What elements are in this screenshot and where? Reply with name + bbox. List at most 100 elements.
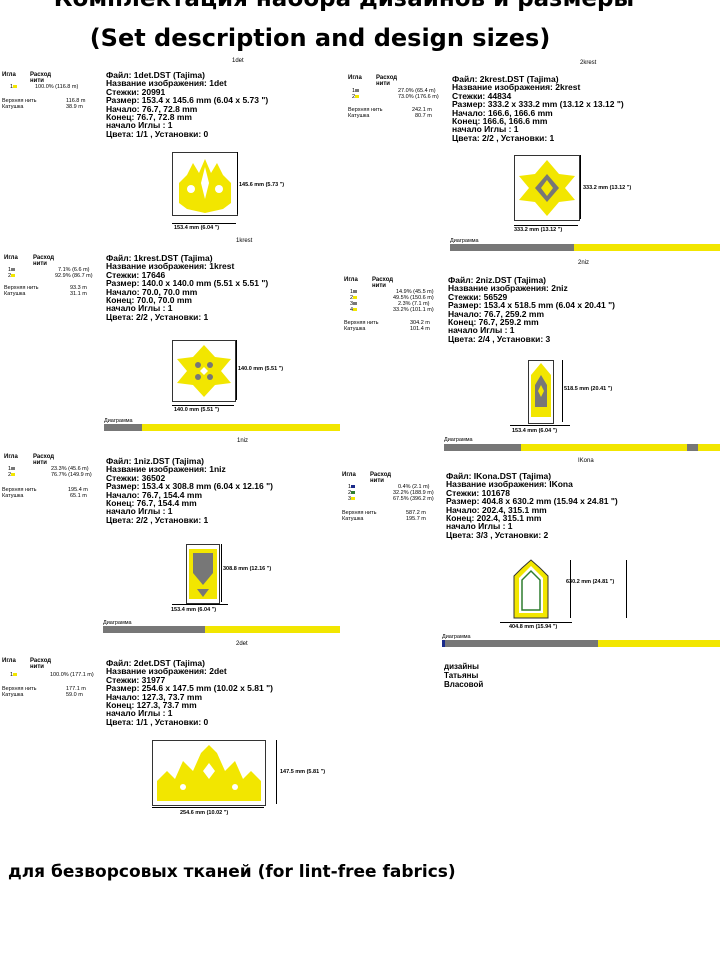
bobbin-label: Катушка [2,104,24,110]
needle-header: Игла [348,75,362,81]
design-name: 2det [236,641,248,647]
thread-pct: 100.0% (177.1 m) [50,672,94,678]
bobbin-value: 65.1 m [70,493,87,499]
thread-row: 3 [350,301,359,307]
design-info: Файл: 1krest.DST (Tajima)Название изобра… [106,253,269,322]
thread-pct: 92.9% (86.7 m) [55,273,93,279]
upper-thread-label: Верхняя нить [2,487,37,493]
upper-thread-label: Верхняя нить [4,285,39,291]
bobbin-label: Катушка [2,493,24,499]
design-preview [172,152,238,216]
thread-row: 4 [350,307,359,313]
design-preview [514,155,580,221]
thread-row: 3 [348,496,357,502]
thread-usage-header: Расход нити [33,454,55,466]
thread-pct: 76.7% (149.9 m) [51,472,92,478]
thread-pct: 32.2% (188.9 m) [393,490,434,496]
height-dimension: 518.5 mm (20.41 ") [564,386,613,392]
height-dimension: 140.0 mm (5.51 ") [238,366,284,372]
design-preview [186,544,220,604]
thread-row: 1 [352,88,361,94]
design-preview [172,340,236,402]
thread-pct: 7.1% (6.6 m) [58,267,90,273]
stitch-diagram-bar [450,244,720,251]
thread-color-swatch [13,85,18,89]
thread-usage-header: Расход нити [376,75,398,87]
thread-pct: 73.0% (176.6 m) [398,94,439,100]
design-name: 2krest [580,60,597,66]
design-info: Файл: IKona.DST (Tajima)Название изображ… [446,471,618,540]
thread-usage-header: Расход нити [370,472,392,484]
height-dimension: 308.8 mm (12.16 ") [223,566,272,572]
thread-pct: 100.0% (116.8 m) [35,84,79,90]
upper-thread-value: 304.2 m [410,320,430,326]
thread-row: 2 [352,94,361,100]
bobbin-value: 101.4 m [410,326,430,332]
design-preview [528,360,554,424]
width-dimension: 153.4 mm (6.04 ") [174,225,220,231]
bobbin-label: Катушка [2,692,24,698]
stitch-diagram-bar [442,640,720,647]
stitch-diagram-bar [444,444,720,451]
thread-row: 2 [8,273,17,279]
thread-row: 1 [8,466,17,472]
upper-thread-value: 242.1 m [412,107,432,113]
author-credit: дизайны Татьяны Власовой [444,662,484,689]
width-dimension: 153.4 mm (6.04 ") [512,428,558,434]
thread-row: 2 [348,490,357,496]
thread-row: 2 [8,472,17,478]
stitch-diagram-bar [103,626,340,633]
bobbin-value: 195.7 m [406,516,426,522]
width-dimension: 254.6 mm (10.02 ") [180,810,229,816]
footer-note: для безворсовых тканей (for lint-free fa… [8,862,456,882]
design-name: 2niz [578,260,590,266]
thread-pct: 33.2% (101.1 m) [393,307,434,313]
bobbin-value: 38.9 m [66,104,83,110]
needle-header: Игла [2,72,16,78]
thread-pct: 67.5% (396.2 m) [393,496,434,502]
stitch-diagram-bar [104,424,340,431]
page-subtitle: (Set description and design sizes) [89,24,551,52]
thread-pct: 0.4% (2.1 m) [398,484,430,490]
design-name: 1det [232,58,244,64]
thread-row: 1 [10,672,19,678]
design-info: Файл: 1niz.DST (Tajima)Название изображе… [106,456,273,525]
width-dimension: 404.8 mm (15.94 ") [509,624,558,630]
thread-pct: 49.5% (150.6 m) [393,295,434,301]
thread-usage-header: Расход нити [33,255,55,267]
upper-thread-value: 587.2 m [406,510,426,516]
design-info: Файл: 2niz.DST (Tajima)Название изображе… [448,275,615,344]
needle-header: Игла [4,454,18,460]
upper-thread-label: Верхняя нить [342,510,377,516]
height-dimension: 147.5 mm (5.81 ") [280,769,326,775]
height-dimension: 333.2 mm (13.12 ") [583,185,632,191]
thread-row: 1 [10,84,19,90]
thread-pct: 2.3% (7.1 m) [398,301,430,307]
design-preview [510,558,552,620]
upper-thread-label: Верхняя нить [2,686,37,692]
thread-usage-header: Расход нити [30,72,52,84]
bobbin-label: Катушка [4,291,26,297]
thread-row: 1 [8,267,17,273]
bobbin-label: Катушка [348,113,370,119]
needle-header: Игла [344,277,358,283]
upper-thread-label: Верхняя нить [2,98,37,104]
bobbin-label: Катушка [344,326,366,332]
upper-thread-value: 177.1 m [66,686,86,692]
needle-header: Игла [2,658,16,664]
height-dimension: 145.6 mm (5.73 ") [239,182,285,188]
thread-pct: 23.3% (45.6 m) [51,466,89,472]
upper-thread-label: Верхняя нить [344,320,379,326]
upper-thread-value: 116.8 m [66,98,86,104]
bobbin-label: Катушка [342,516,364,522]
needle-header: Игла [4,255,18,261]
width-dimension: 140.0 mm (5.51 ") [174,407,220,413]
design-info: Файл: 2krest.DST (Tajima)Название изобра… [452,74,624,143]
thread-row: 1 [350,289,359,295]
bobbin-value: 31.1 m [70,291,87,297]
width-dimension: 153.4 mm (6.04 ") [171,607,217,613]
thread-pct: 14.9% (45.5 m) [396,289,434,295]
upper-thread-label: Верхняя нить [348,107,383,113]
page-title: Комплектация набора дизайнов и размеры [0,0,704,12]
upper-thread-value: 195.4 m [68,487,88,493]
